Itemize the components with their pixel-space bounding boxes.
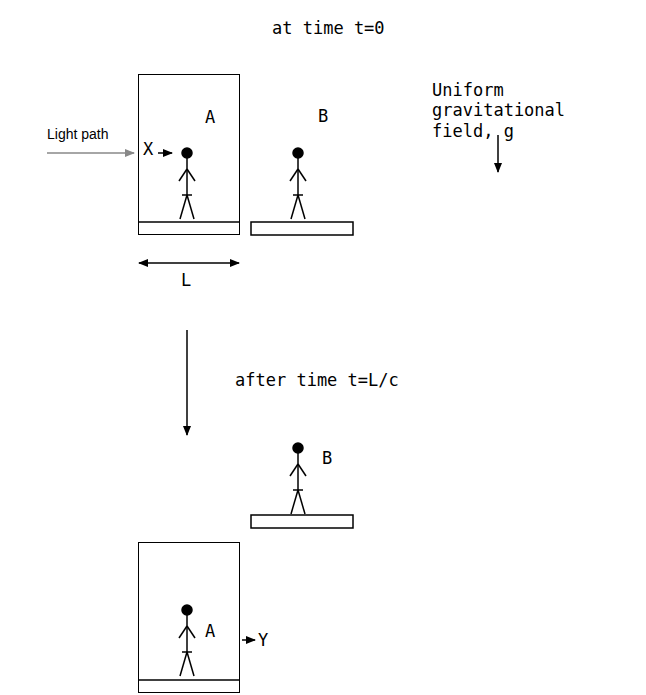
point-label: Y (258, 630, 268, 650)
stick-figure (290, 443, 306, 514)
body-label: A (205, 107, 215, 127)
platform (251, 222, 353, 235)
light-arrow (47, 152, 134, 154)
light-label: Light path (47, 126, 109, 143)
time-label: after time t=L/c (235, 370, 399, 390)
time-arrow (186, 330, 188, 435)
elevator-box: XA (138, 74, 240, 235)
body-label: B (322, 448, 332, 468)
time-label: at time t=0 (272, 18, 385, 38)
stick-figure (179, 605, 195, 676)
body-label: A (205, 621, 215, 641)
platform (251, 515, 353, 528)
stick-figure (290, 148, 306, 219)
field-label: Uniform gravitational field, g (432, 80, 632, 141)
light-arrow (242, 639, 255, 641)
dimension-line (139, 262, 239, 264)
light-arrow (158, 152, 172, 154)
point-label: X (143, 139, 153, 159)
floor-line (138, 221, 240, 223)
floor-line (138, 679, 240, 681)
elevator-box: A (138, 542, 240, 693)
dimension-label: L (181, 270, 191, 290)
body-label: B (318, 106, 328, 126)
stick-figure (179, 148, 195, 219)
